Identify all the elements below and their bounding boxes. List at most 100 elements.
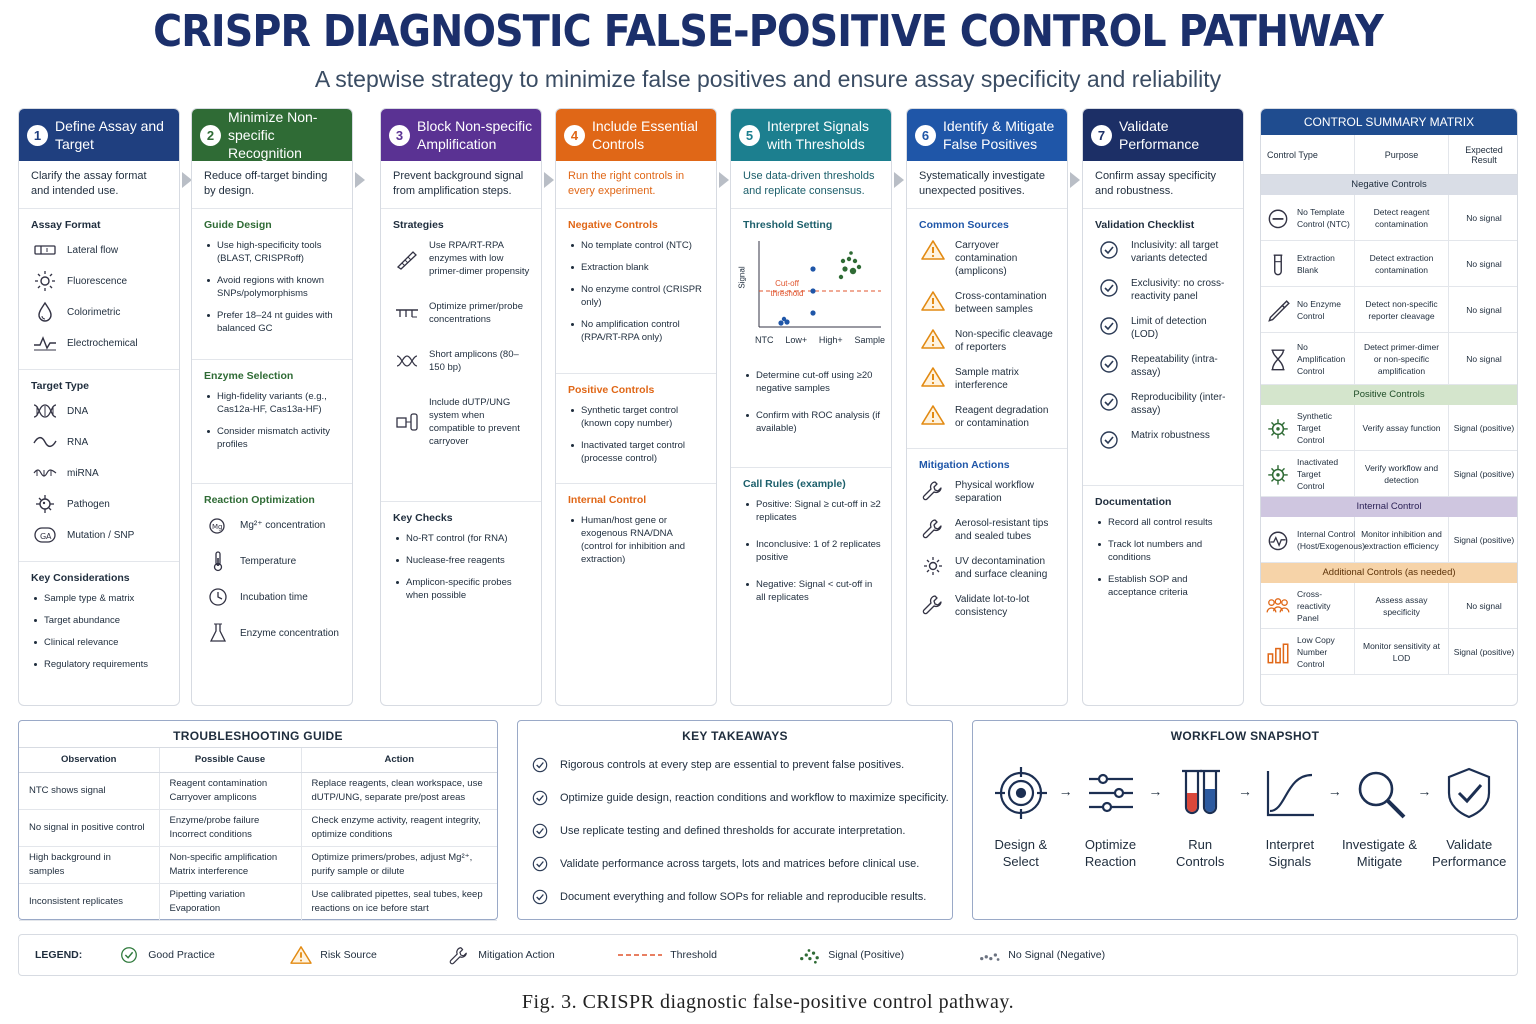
threshold-line-icon bbox=[618, 950, 663, 960]
bar-chart-icon bbox=[1265, 641, 1291, 663]
control-type-text: Cross-reactivity Panel bbox=[1297, 588, 1331, 623]
matrix-title: CONTROL SUMMARY MATRIX bbox=[1261, 109, 1517, 135]
legend-item: Mitigation Action bbox=[448, 945, 618, 965]
item-text: Validate lot-to-lot consistency bbox=[955, 594, 1030, 618]
bullet-list: No-RT control (for RNA)Nuclease-free rea… bbox=[393, 532, 531, 602]
matrix-col-purpose: Purpose bbox=[1355, 135, 1449, 174]
bullet-item: Inconclusive: 1 of 2 replicates positive bbox=[743, 538, 881, 564]
section-item: Limit of detection (LOD) bbox=[1095, 315, 1233, 341]
matrix-cell-purpose: Monitor inhibition and extraction effici… bbox=[1355, 517, 1449, 562]
section-heading: Mitigation Actions bbox=[919, 459, 1010, 471]
bullet-item: Establish SOP and acceptance criteria bbox=[1095, 573, 1233, 599]
workflow-arrow-icon: → bbox=[1417, 783, 1432, 799]
key-takeaways: KEY TAKEAWAYS Rigorous controls at every… bbox=[517, 720, 953, 920]
legend-label: No Signal (Negative) bbox=[1008, 949, 1106, 961]
ts-cell-action: Check enzyme activity, reagent integrity… bbox=[300, 809, 497, 847]
workflow-step-label: Validate Performance bbox=[1431, 837, 1507, 869]
control-type-text: Internal Control (Host/Exogenous) bbox=[1297, 528, 1366, 551]
section-heading: Reaction Optimization bbox=[204, 494, 315, 506]
bullet-item: No amplification control (RPA/RT-RPA onl… bbox=[568, 318, 706, 344]
matrix-cell-type: Inactivated Target Control bbox=[1261, 451, 1355, 496]
wrench-icon bbox=[919, 479, 947, 501]
section-heading: Key Considerations bbox=[31, 572, 130, 584]
bullet-item: Record all control results bbox=[1095, 516, 1233, 529]
section-heading: Guide Design bbox=[204, 219, 272, 231]
section-heading: Enzyme Selection bbox=[204, 370, 294, 382]
takeaway-item: Validate performance across targets, lot… bbox=[530, 854, 952, 874]
item-text: Use RPA/RT-RPA enzymes with low primer-d… bbox=[429, 240, 530, 277]
takeaway-item: Use replicate testing and defined thresh… bbox=[530, 821, 952, 841]
tube-icon bbox=[1265, 253, 1291, 275]
step-arrow bbox=[894, 172, 904, 188]
colorimetric-drop-icon bbox=[31, 301, 59, 323]
workflow-step-label: Design & Select bbox=[994, 837, 1048, 869]
step-title: Validate Performance bbox=[1119, 118, 1200, 152]
check-circle-icon bbox=[1095, 429, 1123, 451]
legend-item: Good Practice bbox=[118, 945, 290, 965]
section-heading: Common Sources bbox=[919, 219, 1009, 231]
takeaway-text: Optimize guide design, reaction conditio… bbox=[560, 792, 949, 804]
plot-x-tick-label: Low+ bbox=[785, 335, 808, 345]
magnifier-icon bbox=[1352, 765, 1408, 826]
step-arrow bbox=[719, 172, 729, 188]
ts-cell-obs: High background in samples bbox=[19, 846, 159, 884]
workflow-arrow-icon: → bbox=[1238, 783, 1253, 799]
item-text: Enzyme concentration bbox=[240, 627, 339, 639]
step-arrow bbox=[182, 172, 192, 188]
bullet-item: Clinical relevance bbox=[31, 636, 169, 649]
section-item: Reproducibility (inter-assay) bbox=[1095, 391, 1233, 417]
item-text: Inclusivity: all target variants detecte… bbox=[1131, 240, 1219, 264]
bullet-item: Track lot numbers and conditions bbox=[1095, 538, 1233, 564]
item-text: Fluorescence bbox=[67, 275, 128, 287]
primer-icon bbox=[393, 302, 421, 324]
matrix-cell-purpose: Detect extraction contamination bbox=[1355, 241, 1449, 286]
item-text: Pathogen bbox=[67, 498, 110, 510]
no-template-icon bbox=[1265, 207, 1291, 229]
item-text: Mutation / SNP bbox=[67, 529, 135, 541]
troubleshooting-guide: TROUBLESHOOTING GUIDE Observation Possib… bbox=[18, 720, 498, 921]
warning-icon bbox=[290, 945, 312, 965]
workflow-step-label: Optimize Reaction bbox=[1084, 837, 1137, 869]
section-item: Reagent degradation or contamination bbox=[919, 404, 1057, 430]
matrix-cell-result: No signal bbox=[1466, 353, 1502, 364]
workflow-step-label: Investigate & Mitigate bbox=[1341, 837, 1418, 869]
workflow-step-label: Run Controls bbox=[1175, 837, 1225, 869]
matrix-cell-purpose: Monitor sensitivity at LOD bbox=[1355, 629, 1449, 674]
enzyme-icon bbox=[393, 248, 421, 270]
bullet-item: Positive: Signal ≥ cut-off in ≥2 replica… bbox=[743, 498, 881, 524]
matrix-cell-result: No signal bbox=[1466, 212, 1502, 223]
section-item: Carryover contamination (amplicons) bbox=[919, 239, 1057, 278]
troubleshooting-title: TROUBLESHOOTING GUIDE bbox=[173, 729, 343, 743]
matrix-cell-purpose: Detect reagent contamination bbox=[1355, 195, 1449, 240]
item-text: Temperature bbox=[240, 555, 297, 567]
item-text: Non-specific cleavage of reporters bbox=[955, 329, 1053, 353]
section-heading: Documentation bbox=[1095, 496, 1172, 508]
svg-text:Mg: Mg bbox=[212, 523, 222, 531]
section-item: Non-specific cleavage of reporters bbox=[919, 328, 1057, 354]
check-circle-icon bbox=[530, 821, 550, 841]
section-item: Optimize primer/probe concentrations bbox=[393, 300, 531, 326]
check-circle-icon bbox=[1095, 391, 1123, 413]
matrix-cell-purpose: Detect non-specific reporter cleavage bbox=[1355, 287, 1449, 332]
check-circle-icon bbox=[530, 887, 550, 907]
bullet-item: Regulatory requirements bbox=[31, 658, 169, 671]
step-title: Include Essential Controls bbox=[592, 118, 698, 152]
bullet-item: Synthetic target control (known copy num… bbox=[568, 404, 706, 430]
matrix-cell-type: No Template Control (NTC) bbox=[1261, 195, 1355, 240]
step-intro: Run the right controls in every experime… bbox=[556, 161, 716, 209]
control-type-text: Low Copy Number Control bbox=[1297, 634, 1335, 669]
control-summary-matrix: CONTROL SUMMARY MATRIX Control Type Purp… bbox=[1260, 108, 1518, 706]
matrix-group-header: Positive Controls bbox=[1261, 385, 1517, 405]
